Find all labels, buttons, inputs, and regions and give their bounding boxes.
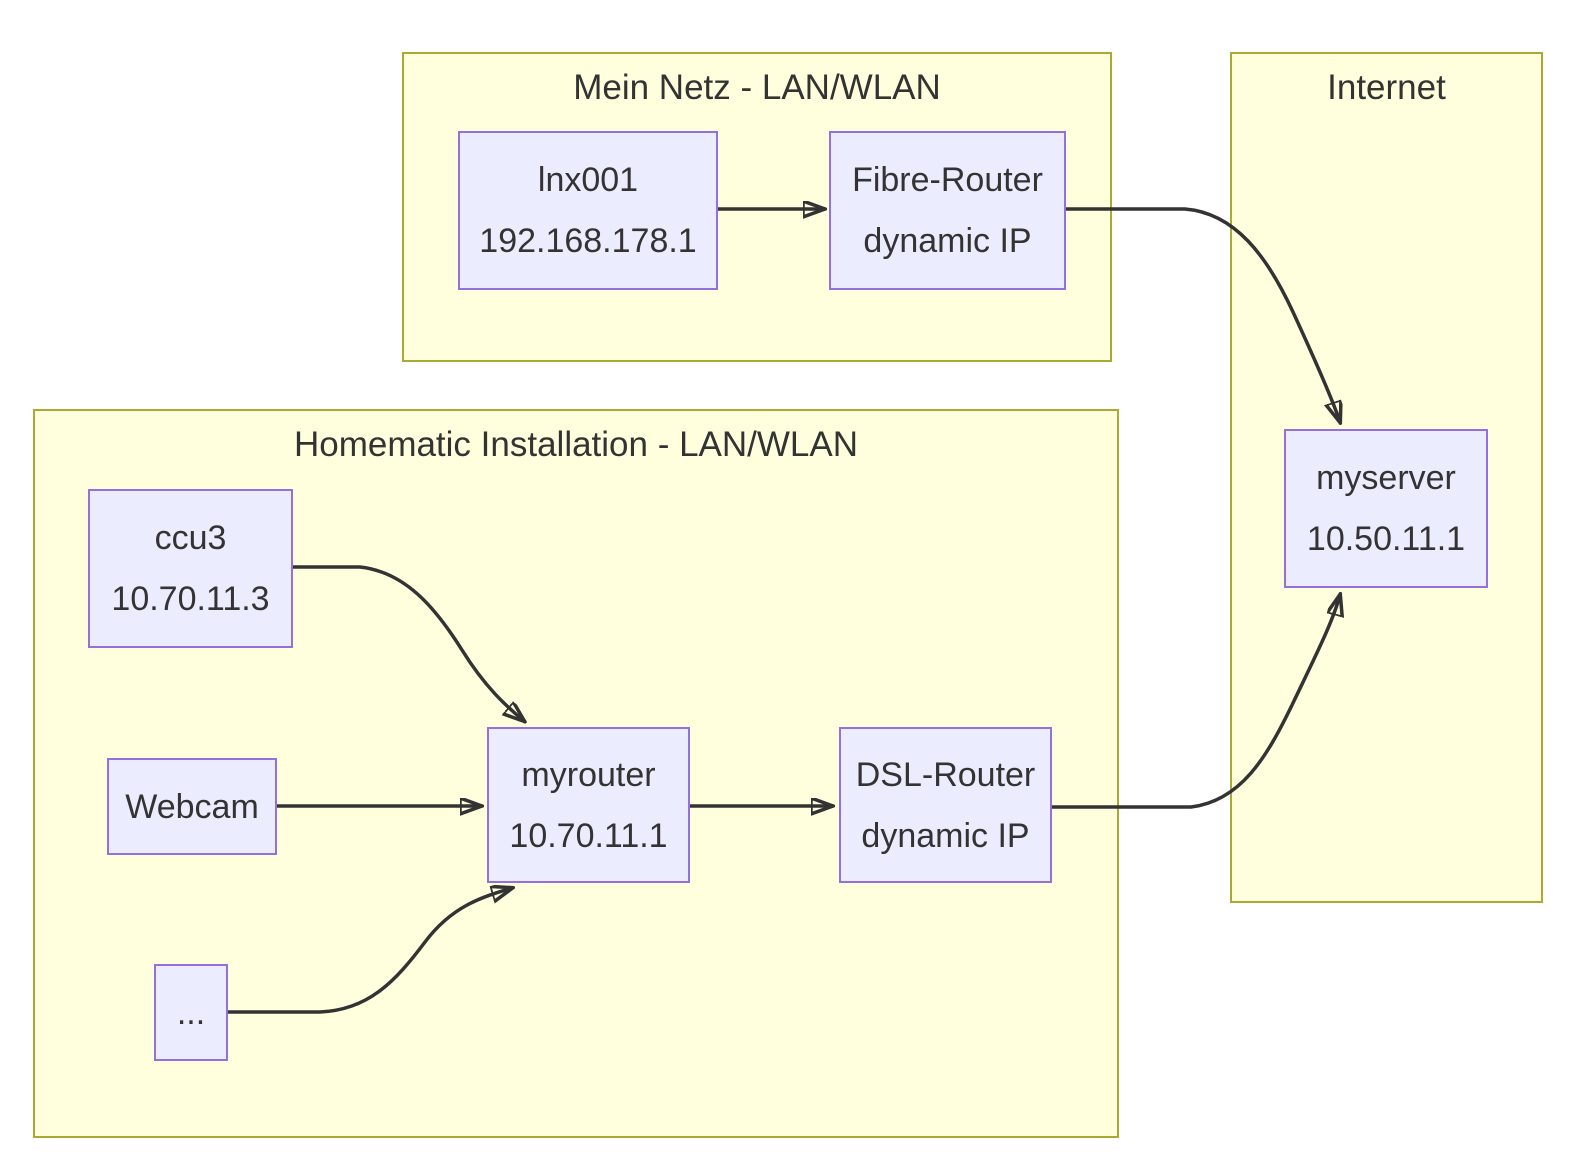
- node-lnx001: lnx001 192.168.178.1: [458, 131, 718, 290]
- node-webcam: Webcam: [107, 758, 277, 855]
- node-lnx001-name: lnx001: [537, 161, 639, 199]
- node-others: ...: [154, 964, 228, 1061]
- node-myserver: myserver 10.50.11.1: [1284, 429, 1488, 588]
- node-ccu3-name: ccu3: [154, 519, 227, 557]
- node-ccu3: ccu3 10.70.11.3: [88, 489, 293, 648]
- node-fibre-router: Fibre-Router dynamic IP: [829, 131, 1066, 290]
- node-myserver-ip: 10.50.11.1: [1306, 520, 1466, 558]
- subgraph-mein-netz-title: Mein Netz - LAN/WLAN: [573, 68, 941, 107]
- node-webcam-name: Webcam: [125, 787, 259, 826]
- node-fibre-router-name: Fibre-Router: [852, 161, 1043, 199]
- node-others-label: ...: [176, 993, 206, 1032]
- node-myrouter-name: myrouter: [521, 755, 656, 794]
- node-myrouter: myrouter 10.70.11.1: [487, 727, 690, 883]
- node-myrouter-ip: 10.70.11.1: [509, 816, 668, 855]
- node-myserver-name: myserver: [1316, 459, 1456, 497]
- node-ccu3-ip: 10.70.11.3: [111, 580, 270, 618]
- node-dsl-router-name: DSL-Router: [855, 755, 1036, 794]
- subgraph-homematic-title: Homematic Installation - LAN/WLAN: [293, 425, 859, 464]
- node-fibre-router-ip: dynamic IP: [863, 222, 1032, 260]
- node-dsl-router-ip: dynamic IP: [861, 816, 1030, 855]
- node-lnx001-ip: 192.168.178.1: [479, 222, 697, 260]
- subgraph-internet-title: Internet: [1327, 68, 1446, 107]
- node-dsl-router: DSL-Router dynamic IP: [839, 727, 1052, 883]
